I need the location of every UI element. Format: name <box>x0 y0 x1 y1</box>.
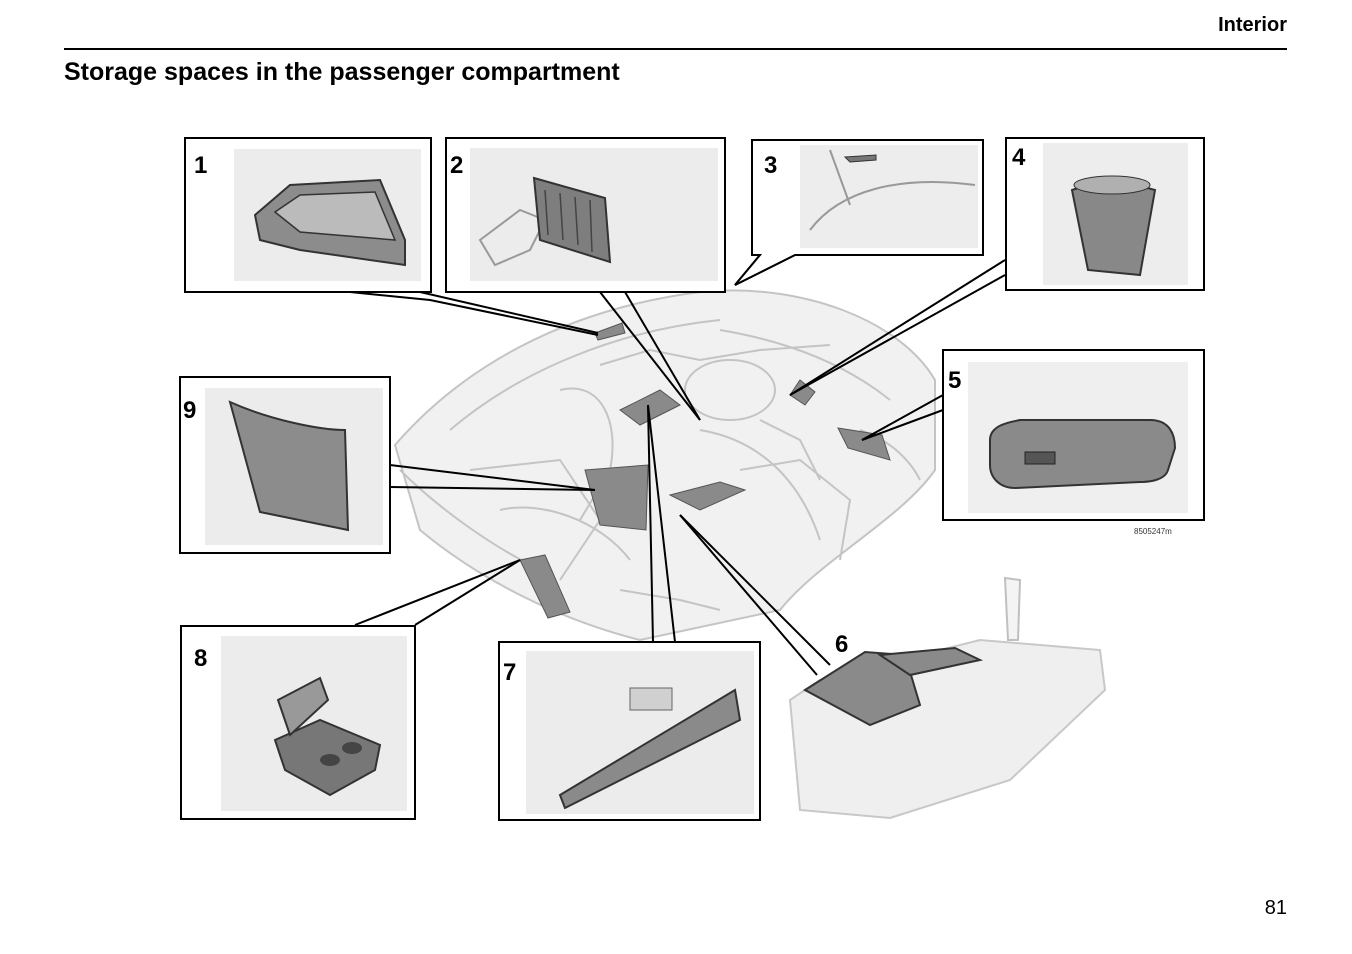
inset-7-door-storage <box>526 651 754 814</box>
callout-9: 9 <box>183 397 196 424</box>
callout-3: 3 <box>764 152 777 179</box>
inset-1-door-pocket <box>234 149 421 281</box>
header-rule <box>64 48 1287 50</box>
figure-code: 8505247m <box>1134 527 1172 536</box>
inset-9-door-pocket <box>205 388 383 545</box>
page-number: 81 <box>1264 897 1287 919</box>
storage-highlights <box>519 322 891 619</box>
center-console-6 <box>788 576 1107 820</box>
callout-numbers: 1 2 3 4 5 6 7 8 9 <box>183 144 1026 686</box>
callout-8: 8 <box>194 645 207 672</box>
callout-6: 6 <box>835 631 848 658</box>
inset-3-ticket-holder <box>800 145 978 248</box>
callout-4: 4 <box>1012 144 1026 171</box>
callout-1: 1 <box>194 152 207 179</box>
callout-7: 7 <box>503 659 516 686</box>
inset-5-glovebox <box>968 362 1188 513</box>
section-label: Interior <box>1218 14 1287 36</box>
callout-2: 2 <box>450 152 463 179</box>
inset-8-rear-cup-holder <box>221 636 407 811</box>
callout-5: 5 <box>948 367 961 394</box>
page-title: Storage spaces in the passenger compartm… <box>64 58 620 86</box>
inset-4-cup-holder <box>1043 143 1188 285</box>
car-body-illustration <box>393 289 936 642</box>
inset-2-glovebox-pouch <box>470 148 718 281</box>
